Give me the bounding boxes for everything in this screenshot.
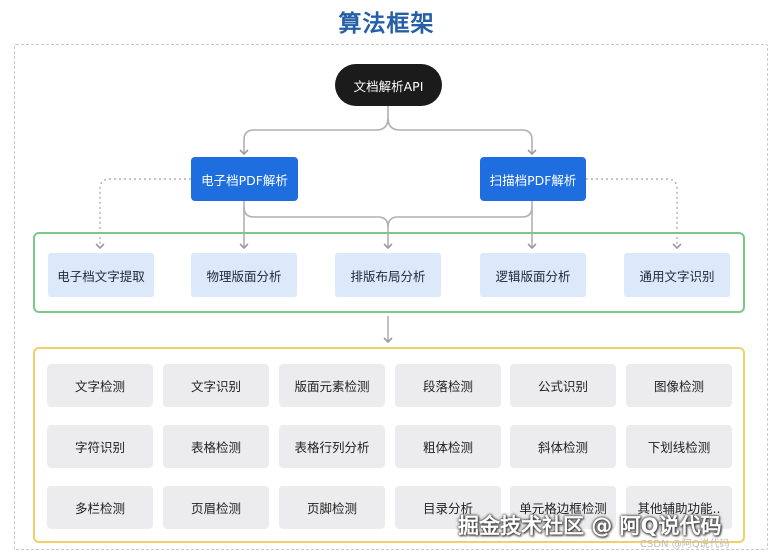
detector-node: 字符识别 — [47, 425, 153, 468]
watermark-caption: CSDN @阿Q说代码 — [640, 539, 730, 550]
detector-node: 页脚检测 — [279, 486, 385, 529]
scanned-pdf-parser-node: 扫描档PDF解析 — [480, 157, 586, 201]
detectors-group — [33, 347, 745, 543]
dashed-connector — [95, 178, 191, 250]
detector-node: 多栏检测 — [47, 486, 153, 529]
module-node: 排版布局分析 — [335, 253, 441, 297]
detector-node: 斜体检测 — [510, 425, 616, 468]
detector-node: 公式识别 — [510, 364, 616, 407]
detector-node: 目录分析 — [395, 486, 501, 529]
api-node: 文档解析API — [335, 64, 442, 106]
dashed-connector — [586, 178, 682, 250]
watermark-text: 掘金技术社区 @ 阿Q说代码 — [458, 514, 722, 538]
diagram-frame — [14, 44, 768, 550]
parser-connector — [387, 201, 533, 228]
module-node: 逻辑版面分析 — [480, 253, 586, 297]
modules-group — [33, 232, 745, 313]
api-connector — [239, 106, 389, 156]
electronic-pdf-parser-node: 电子档PDF解析 — [191, 157, 298, 201]
detector-node: 粗体检测 — [395, 425, 501, 468]
detector-node: 版面元素检测 — [279, 364, 385, 407]
detector-node: 段落检测 — [395, 364, 501, 407]
detector-node: 单元格边框检测 — [510, 486, 616, 529]
detector-node: 文字识别 — [163, 364, 269, 407]
detector-node: 表格检测 — [163, 425, 269, 468]
module-node: 电子档文字提取 — [48, 253, 154, 297]
detector-node: 图像检测 — [626, 364, 732, 407]
api-connector — [387, 117, 537, 156]
detector-node: 下划线检测 — [626, 425, 732, 468]
detector-node: 其他辅助功能.. — [626, 486, 732, 529]
module-node: 通用文字识别 — [624, 253, 730, 297]
module-node: 物理版面分析 — [191, 253, 297, 297]
diagram-title: 算法框架 — [338, 11, 435, 37]
detector-node: 页眉检测 — [163, 486, 269, 529]
detector-node: 表格行列分析 — [279, 425, 385, 468]
detector-node: 文字检测 — [47, 364, 153, 407]
